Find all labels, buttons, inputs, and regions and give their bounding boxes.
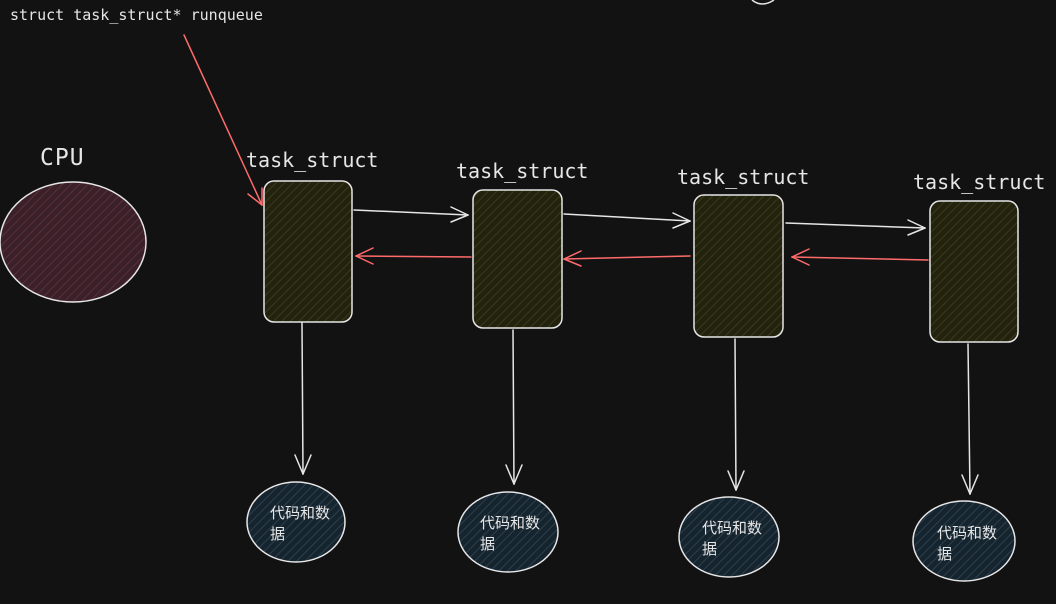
runqueue-pointer-label: struct task_struct* runqueue: [10, 6, 263, 24]
runqueue-pointer-arrow: [183, 34, 263, 206]
task-node-3: [693, 194, 784, 338]
cpu-label: CPU: [40, 145, 85, 171]
task-node-4: [929, 200, 1019, 343]
prev-arrow-3: [791, 248, 929, 266]
prev-arrow-1: [355, 247, 472, 265]
next-arrow-1: [353, 206, 469, 223]
data-node-4: [912, 500, 1016, 582]
code-data-label-2: 代码和数据: [480, 514, 541, 553]
down-arrow-2: [505, 329, 523, 485]
code-data-label-1: 代码和数据: [270, 504, 331, 543]
next-arrow-3: [785, 219, 926, 236]
data-node-3: [678, 496, 780, 578]
data-node-2: [457, 491, 559, 573]
next-arrow-2: [563, 212, 691, 229]
cpu-shape: [0, 181, 147, 303]
code-data-label-4: 代码和数据: [937, 524, 998, 563]
task-node-2: [472, 189, 563, 329]
prev-arrow-2: [563, 250, 691, 267]
task-node-1: [263, 180, 353, 323]
partial-circle-shape: [751, 0, 775, 5]
down-arrow-1: [294, 322, 312, 475]
task-struct-label-1: task_struct: [246, 148, 379, 172]
data-node-1: [246, 481, 346, 563]
task-struct-label-3: task_struct: [677, 165, 810, 189]
down-arrow-3: [727, 338, 745, 491]
task-struct-label-2: task_struct: [456, 159, 589, 183]
code-data-label-3: 代码和数据: [702, 519, 763, 558]
down-arrow-4: [961, 343, 979, 495]
task-struct-label-4: task_struct: [913, 170, 1046, 194]
